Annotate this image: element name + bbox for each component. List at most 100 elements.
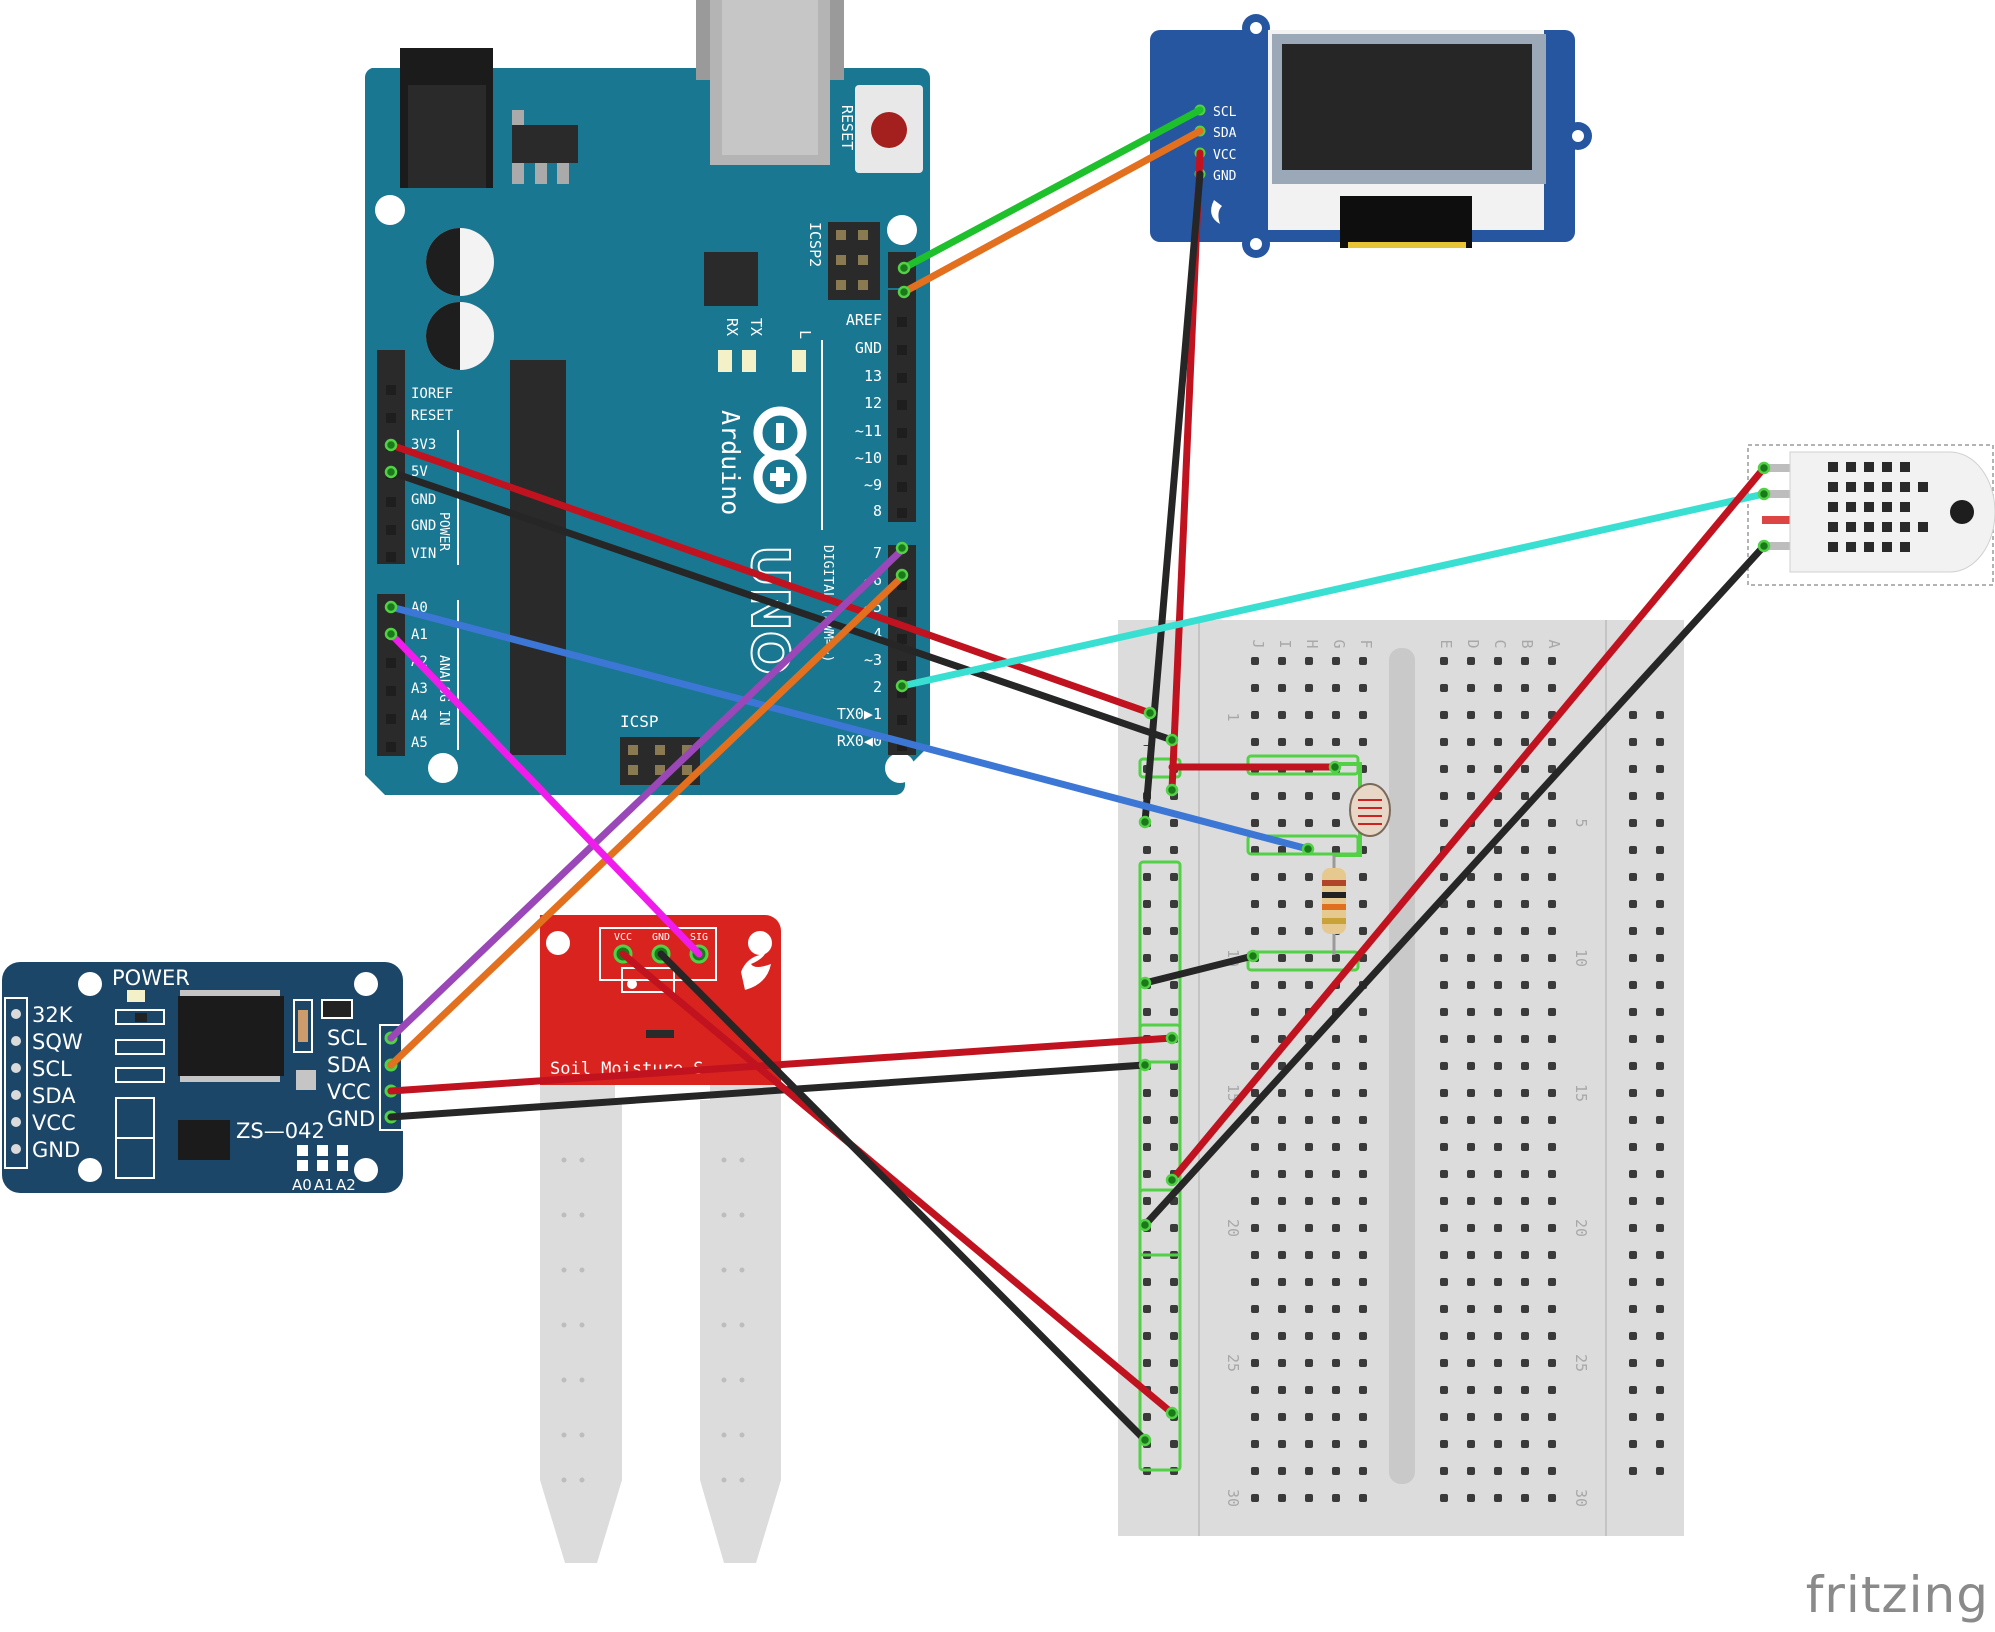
- pin-label-4: 4: [873, 625, 882, 643]
- rtc-pin-gnd-right: GND: [327, 1107, 375, 1131]
- wire-rtc-sda: [387, 571, 908, 1069]
- wire-sda-oled: [900, 127, 1204, 296]
- bb-row-30-right: 30: [1572, 1489, 1590, 1507]
- wire-soil-gnd: [657, 950, 1149, 1444]
- usb-chip: [704, 252, 758, 306]
- soil-pin-sig: SIG: [690, 932, 708, 943]
- bb-col-b: B: [1518, 639, 1536, 648]
- pin-label-8: 8: [873, 502, 882, 520]
- pin-label-7: 7: [873, 544, 882, 562]
- oled-pin-vcc: VCC: [1213, 148, 1236, 163]
- rtc-pin-vcc-left: VCC: [32, 1111, 76, 1135]
- rx-label: RX: [723, 318, 741, 336]
- oled-pin-gnd: GND: [1213, 169, 1237, 184]
- wire-bb-jumper-black: [1141, 952, 1257, 987]
- icsp2-header: [828, 222, 880, 300]
- pin-label-11: ~11: [855, 422, 882, 440]
- oled-screen: [1282, 44, 1532, 170]
- right-power-rail: [1616, 700, 1670, 1475]
- icsp-label: ICSP: [620, 712, 659, 731]
- wire-scl-oled: [900, 106, 1204, 272]
- pin-label-aref: AREF: [846, 311, 882, 329]
- bb-row-15-right: 15: [1572, 1084, 1590, 1102]
- fritzing-brand: fritzing: [1805, 1566, 1989, 1624]
- pin-label-a3: A3: [411, 681, 428, 697]
- rtc-pin-sqw: SQW: [32, 1030, 83, 1054]
- wire-dht-vcc: [1168, 464, 1768, 1184]
- bb-col-a: A: [1545, 639, 1563, 648]
- analog-header: [377, 594, 405, 756]
- oled-pin-scl: SCL: [1213, 105, 1237, 120]
- soil-pin-vcc: VCC: [614, 932, 632, 943]
- bb-col-j: J: [1249, 639, 1267, 648]
- pin-label-13: 13: [864, 367, 882, 385]
- reset-label: RESET: [838, 105, 856, 150]
- rtc-pin-32k: 32K: [32, 1003, 74, 1027]
- bb-col-h: H: [1303, 639, 1321, 648]
- wire-3v3: [387, 441, 1154, 717]
- rtc-addr-a1: A1: [314, 1176, 334, 1194]
- voltage-regulator: [512, 125, 578, 163]
- pin-label-reset: RESET: [411, 408, 454, 424]
- pin-label-3: ~3: [864, 651, 882, 669]
- resistor: [1322, 855, 1346, 955]
- bb-col-f: F: [1357, 639, 1375, 648]
- wire-rtc-scl: [387, 544, 908, 1042]
- bb-col-i: I: [1276, 639, 1294, 648]
- rtc-addr-a0: A0: [292, 1176, 312, 1194]
- pin-label-12: 12: [864, 394, 882, 412]
- pin-label-2: 2: [873, 678, 882, 696]
- rtc-pin-sda-right: SDA: [327, 1053, 371, 1077]
- terminal-strip-abcde: [1428, 647, 1563, 1513]
- icsp2-label: ICSP2: [806, 222, 824, 267]
- rtc-power-label: POWER: [112, 966, 190, 990]
- pin-label-a5: A5: [411, 735, 428, 751]
- pin-label-gnd1: GND: [411, 492, 436, 508]
- wire-dht-gnd: [1141, 542, 1768, 1229]
- pin-label-3v3: 3V3: [411, 437, 436, 453]
- pin-label-gnd: GND: [855, 339, 882, 357]
- breadboard-center-channel: [1389, 648, 1415, 1484]
- wire-gnd-arduino: [387, 468, 1176, 744]
- oled-pin-sda: SDA: [1213, 126, 1237, 141]
- pin-label-10: ~10: [855, 449, 882, 467]
- wire-rtc-vcc: [387, 1034, 1176, 1095]
- bb-col-c: C: [1491, 639, 1509, 648]
- power-label: POWER: [436, 512, 451, 551]
- pin-label-a4: A4: [411, 708, 428, 724]
- arduino-board: [364, 68, 931, 795]
- soil-moisture-sensor: VCC GND SIG Soil Moisture S: [540, 915, 781, 1563]
- bb-row-25-left: 25: [1224, 1354, 1242, 1372]
- pin-label-1: TX0▶1: [837, 705, 882, 723]
- wire-rtc-gnd: [387, 1061, 1149, 1121]
- pin-label-vin: VIN: [411, 546, 436, 562]
- l-led-label: L: [796, 330, 814, 339]
- terminal-strip-fghij: [1240, 647, 1375, 1513]
- bb-row-20-right: 20: [1572, 1219, 1590, 1237]
- wire-a0: [387, 603, 1312, 853]
- wire-dht-data: [898, 490, 1768, 690]
- sparkfun-logo-icon: [741, 954, 771, 990]
- resistor-body: [1322, 868, 1346, 934]
- oled-display: SCL SDA VCC GND: [1150, 14, 1592, 258]
- pin-label-5v: 5V: [411, 464, 428, 480]
- wire-soil-vcc: [619, 950, 1176, 1417]
- pin-label-gnd2: GND: [411, 518, 436, 534]
- seeed-logo-icon: [1211, 200, 1222, 224]
- arduino-name: Arduino: [716, 410, 745, 515]
- pin-label-ioref: IOREF: [411, 386, 453, 402]
- rtc-chip-label: ZS—042: [236, 1119, 325, 1143]
- wires: [387, 106, 1768, 1444]
- arduino-logo-icon: [753, 406, 807, 504]
- photoresistor: [1335, 762, 1391, 857]
- rtc-pin-vcc-right: VCC: [327, 1080, 371, 1104]
- bb-row-10-right: 10: [1572, 949, 1590, 967]
- dht22-sensor: [1747, 444, 1995, 586]
- bb-col-g: G: [1330, 639, 1348, 648]
- rtc-pin-scl-right: SCL: [327, 1026, 367, 1050]
- bb-row-5-right: 5: [1572, 818, 1590, 827]
- breadboard: J I H G F E D C B A 1 10 15 20 25 30 5 1…: [1118, 620, 1684, 1536]
- wire-soil-sig: [387, 630, 703, 958]
- bb-row-30-left: 30: [1224, 1489, 1242, 1507]
